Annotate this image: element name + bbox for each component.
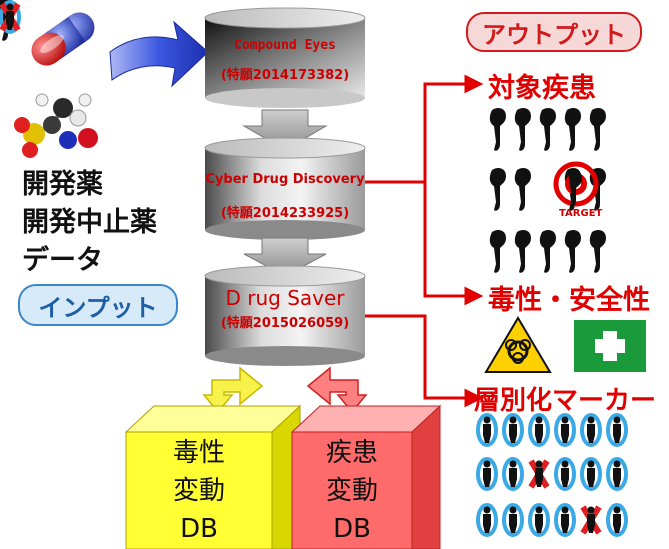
toxicity-db-line-1: 毒性	[172, 438, 225, 468]
cyber-drug-discovery-name: Cyber Drug Discovery	[205, 172, 365, 187]
compound-eyes-cylinder	[204, 7, 366, 108]
disease-db-cube	[290, 404, 442, 549]
cyber-drug-discovery-patent: (特願2014233925)	[220, 206, 350, 221]
input-data-label: 開発薬 開発中止薬 データ	[22, 166, 157, 280]
input-arrow-icon	[109, 20, 209, 88]
capsule-icon	[31, 12, 95, 66]
input-line-1: 開発薬	[22, 169, 103, 200]
toxicity-safety-title: 毒性・安全性	[488, 285, 650, 316]
toxicity-db-label: 毒性 変動 DB	[126, 434, 272, 548]
disease-db-line-2: 変動	[325, 476, 378, 506]
input-line-2: 開発中止薬	[22, 207, 157, 238]
stratification-marker-title: 層別化マーカー	[474, 386, 657, 416]
disease-db-line-1: 疾患	[325, 438, 378, 468]
toxicity-db-link-arrow	[202, 366, 264, 414]
compound-eyes-name: Compound Eyes	[234, 38, 336, 53]
safety-cross-icon	[574, 320, 646, 372]
flow-arrow-2	[243, 237, 327, 277]
target-icon	[553, 161, 599, 207]
drug-saver-patent: (特願2015026059)	[220, 316, 350, 331]
disease-db-link-arrow	[306, 366, 368, 414]
output-pill: アウトプット	[466, 12, 642, 52]
drug-saver-cylinder	[204, 265, 366, 366]
drug-saver-name: D rug Saver	[225, 286, 345, 310]
target-disease-title: 対象疾患	[488, 73, 596, 104]
target-label: TARGET	[559, 208, 603, 219]
disease-db-label: 疾患 変動 DB	[292, 434, 412, 548]
toxicity-db-line-3: DB	[180, 514, 218, 544]
input-line-3: データ	[22, 245, 103, 276]
toxicity-db-line-2: 変動	[172, 476, 225, 506]
output-connectors	[365, 74, 484, 408]
input-pill: インプット	[18, 284, 178, 326]
cyber-drug-discovery-cylinder	[204, 137, 366, 240]
molecule-icon	[14, 93, 98, 158]
compound-eyes-patent: (特願2014173382)	[220, 68, 350, 83]
marker-figures	[0, 0, 628, 537]
disease-db-line-3: DB	[333, 514, 371, 544]
biohazard-icon	[484, 316, 552, 373]
